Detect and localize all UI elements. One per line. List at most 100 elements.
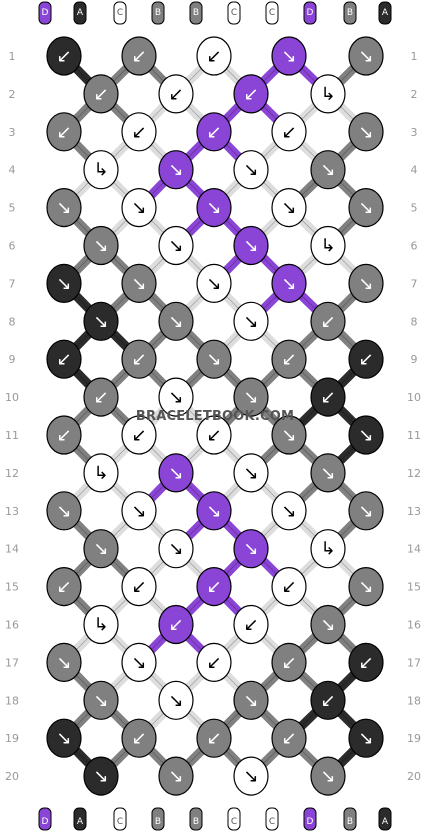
- knot[interactable]: ↙: [310, 377, 346, 417]
- knot[interactable]: ↘: [271, 263, 307, 303]
- knot[interactable]: ↘: [233, 301, 269, 341]
- knot[interactable]: ↘: [310, 604, 346, 645]
- knot[interactable]: ↘: [158, 150, 194, 190]
- knot[interactable]: ↙: [310, 680, 346, 720]
- knot[interactable]: ↘: [158, 377, 194, 417]
- knot[interactable]: ↙: [121, 339, 157, 379]
- knot[interactable]: ↘: [158, 225, 194, 266]
- knot[interactable]: ↘: [158, 756, 194, 796]
- knot-shape: [46, 566, 82, 607]
- knot[interactable]: ↘: [83, 529, 119, 569]
- knot[interactable]: ↘: [348, 36, 384, 76]
- knot[interactable]: ↘: [310, 150, 346, 190]
- knot[interactable]: ↘: [348, 263, 384, 303]
- knot[interactable]: ↘: [46, 188, 82, 228]
- knot[interactable]: ↘: [83, 225, 119, 266]
- knot[interactable]: ↘: [196, 263, 232, 303]
- knot[interactable]: ↙: [121, 718, 157, 758]
- knot[interactable]: ↙: [83, 74, 119, 114]
- knot[interactable]: ↳: [83, 150, 119, 190]
- knot[interactable]: ↙: [46, 339, 82, 379]
- knot[interactable]: ↘: [158, 453, 194, 493]
- knot[interactable]: ↳: [310, 74, 346, 114]
- knot[interactable]: ↙: [46, 112, 82, 152]
- knot[interactable]: ↙: [158, 604, 194, 645]
- knot[interactable]: ↙: [196, 112, 232, 152]
- knot[interactable]: ↳: [83, 604, 119, 645]
- knot-arrow-icon: ↘: [168, 463, 183, 484]
- knot[interactable]: ↘: [233, 756, 269, 796]
- knot[interactable]: ↘: [233, 453, 269, 493]
- knot[interactable]: ↘: [46, 263, 82, 303]
- knot[interactable]: ↘: [348, 566, 384, 607]
- knot[interactable]: ↘: [83, 301, 119, 341]
- knot[interactable]: ↙: [310, 301, 346, 341]
- knot[interactable]: ↙: [271, 642, 307, 683]
- knot[interactable]: ↙: [233, 604, 269, 645]
- knot-arrow-icon: ↘: [243, 539, 258, 560]
- knot[interactable]: ↘: [348, 188, 384, 228]
- knot[interactable]: ↘: [83, 756, 119, 796]
- knot[interactable]: ↘: [196, 491, 232, 531]
- knot-shape: [158, 529, 194, 569]
- knot[interactable]: ↘: [121, 642, 157, 683]
- knot[interactable]: ↘: [121, 188, 157, 228]
- knot[interactable]: ↘: [310, 756, 346, 796]
- knot[interactable]: ↙: [271, 112, 307, 152]
- knot[interactable]: ↙: [196, 718, 232, 758]
- knot[interactable]: ↙: [271, 718, 307, 758]
- knot[interactable]: ↳: [83, 453, 119, 493]
- knot[interactable]: ↘: [348, 718, 384, 758]
- knot[interactable]: ↘: [233, 225, 269, 266]
- knot[interactable]: ↘: [233, 529, 269, 569]
- knot[interactable]: ↘: [348, 491, 384, 531]
- knot[interactable]: ↘: [158, 529, 194, 569]
- knot[interactable]: ↙: [121, 566, 157, 607]
- knot[interactable]: ↘: [233, 377, 269, 417]
- row-number-left: 11: [5, 429, 19, 442]
- knot[interactable]: ↙: [196, 415, 232, 455]
- knot[interactable]: ↙: [121, 112, 157, 152]
- knot[interactable]: ↙: [46, 36, 82, 76]
- knot[interactable]: ↳: [310, 529, 346, 569]
- knot[interactable]: ↘: [196, 188, 232, 228]
- knot-shape: [158, 225, 194, 266]
- knot[interactable]: ↘: [196, 339, 232, 379]
- row-number-left: 10: [5, 391, 19, 404]
- knot[interactable]: ↘: [46, 718, 82, 758]
- knot[interactable]: ↙: [196, 36, 232, 76]
- knot-shape: [271, 263, 307, 303]
- knot[interactable]: ↙: [46, 415, 82, 455]
- knot[interactable]: ↙: [121, 36, 157, 76]
- knot[interactable]: ↘: [271, 188, 307, 228]
- knot[interactable]: ↘: [271, 415, 307, 455]
- knot[interactable]: ↙: [196, 566, 232, 607]
- knot-arrow-icon: ↘: [358, 501, 373, 522]
- knot[interactable]: ↙: [271, 566, 307, 607]
- knot[interactable]: ↙: [271, 339, 307, 379]
- knot[interactable]: ↙: [348, 339, 384, 379]
- knot[interactable]: ↘: [233, 680, 269, 720]
- knot[interactable]: ↙: [121, 415, 157, 455]
- knot[interactable]: ↘: [83, 680, 119, 720]
- knot[interactable]: ↘: [271, 491, 307, 531]
- knot[interactable]: ↘: [46, 642, 82, 683]
- knot[interactable]: ↘: [158, 301, 194, 341]
- knot[interactable]: ↙: [348, 642, 384, 683]
- knot-arrow-icon: ↘: [243, 463, 258, 484]
- knot[interactable]: ↘: [233, 150, 269, 190]
- knot[interactable]: ↙: [196, 642, 232, 683]
- knot[interactable]: ↙: [158, 74, 194, 114]
- knot[interactable]: ↙: [83, 377, 119, 417]
- knot[interactable]: ↘: [158, 680, 194, 720]
- knot[interactable]: ↘: [310, 453, 346, 493]
- knot[interactable]: ↘: [121, 491, 157, 531]
- knot[interactable]: ↳: [310, 225, 346, 266]
- knot[interactable]: ↘: [348, 415, 384, 455]
- knot[interactable]: ↘: [121, 263, 157, 303]
- knot[interactable]: ↙: [46, 566, 82, 607]
- knot[interactable]: ↙: [233, 74, 269, 114]
- knot[interactable]: ↘: [46, 491, 82, 531]
- knot[interactable]: ↘: [271, 36, 307, 76]
- knot[interactable]: ↘: [348, 112, 384, 152]
